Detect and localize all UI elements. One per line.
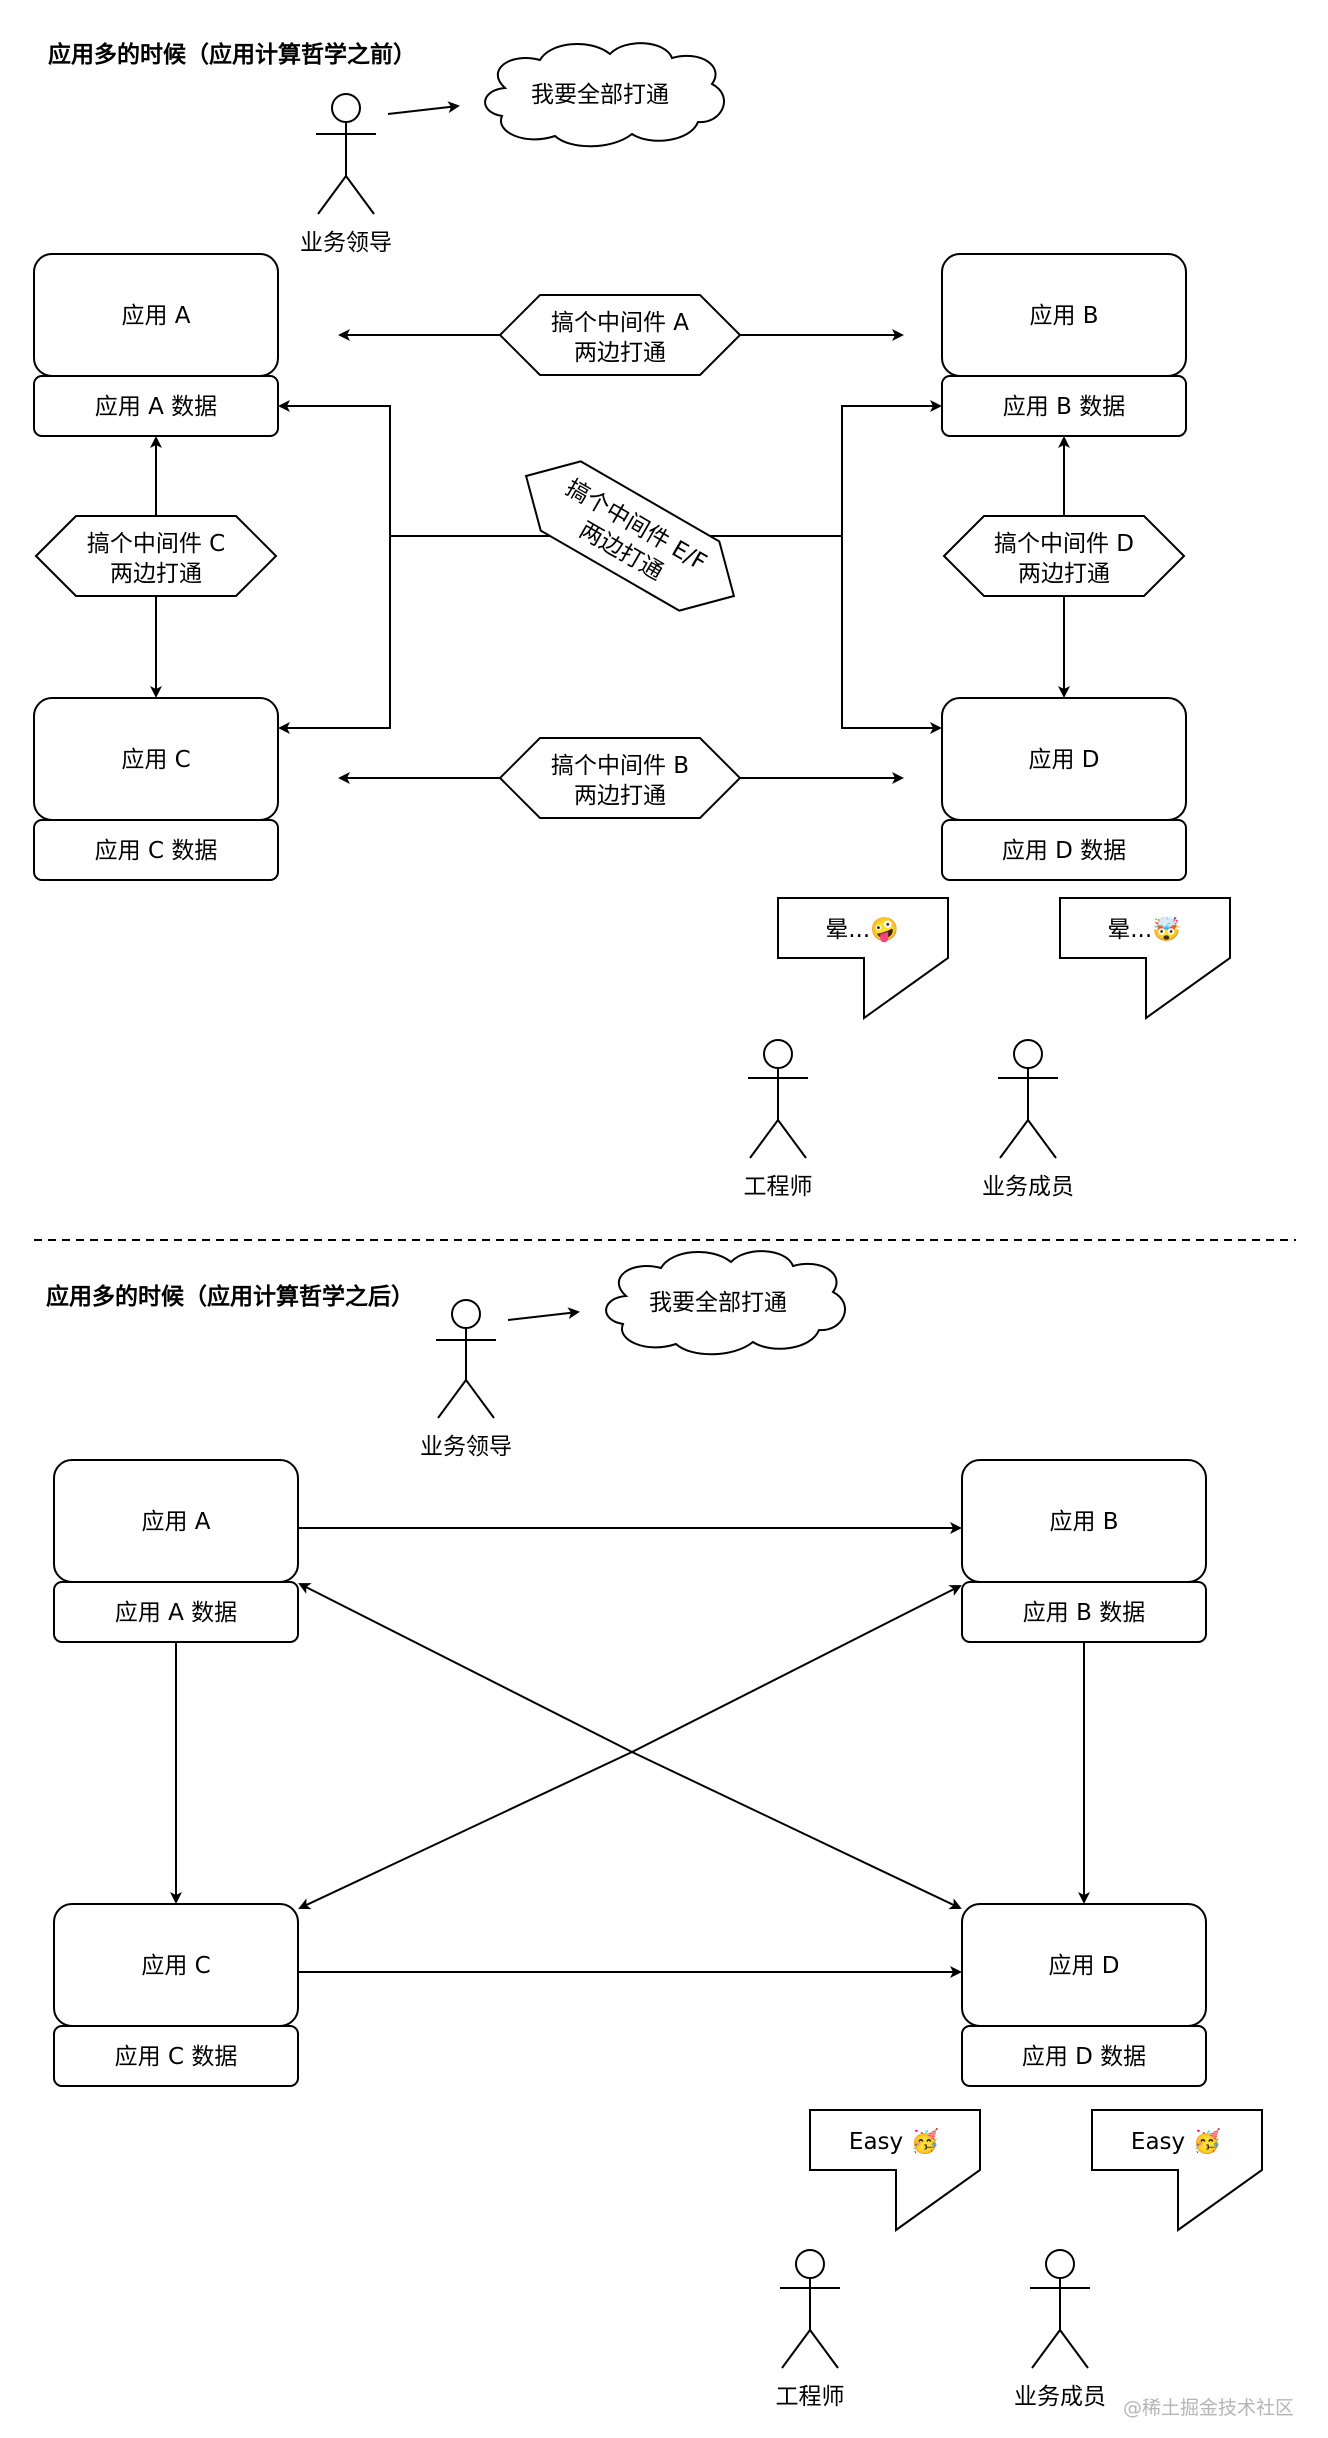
top-app-c-name: 应用 C	[121, 747, 190, 773]
bottom-app-d[interactable]: 应用 D 应用 D 数据	[961, 1903, 1207, 2087]
top-engineer-speech-bubble	[777, 897, 949, 1020]
top-app-b[interactable]: 应用 B 应用 B 数据	[941, 253, 1187, 437]
bottom-cross-to-c-arrow	[298, 1751, 633, 1910]
top-mw-a-line1: 搞个中间件 A	[551, 310, 689, 336]
top-mw-ef-to-a-arrow	[278, 400, 560, 537]
top-member-speech: 晕...🤯	[1107, 916, 1181, 943]
bottom-cross-to-d-arrow	[631, 1751, 962, 1910]
bottom-app-c[interactable]: 应用 C 应用 C 数据	[53, 1903, 299, 2087]
bottom-member-speech: Easy 🥳	[1131, 2127, 1221, 2155]
bottom-leader-figure-icon	[436, 1299, 496, 1419]
bottom-section-title: 应用多的时候（应用计算哲学之后）	[46, 1283, 414, 1310]
top-mw-a-line2: 两边打通	[574, 340, 666, 366]
bottom-app-c-name: 应用 C	[141, 1953, 210, 1979]
bottom-thought-text: 我要全部打通	[649, 1290, 787, 1316]
bottom-app-c-data: 应用 C 数据	[115, 2044, 238, 2070]
bottom-engineer-label: 工程师	[776, 2384, 845, 2410]
top-thought-cloud	[484, 42, 725, 148]
bottom-cross-to-a-arrow	[298, 1583, 633, 1753]
bottom-leader-arrow	[507, 1307, 580, 1321]
top-middleware-d[interactable]: 搞个中间件 D 两边打通	[942, 515, 1186, 597]
top-member-label: 业务成员	[982, 1174, 1074, 1200]
top-app-c-data: 应用 C 数据	[95, 838, 218, 864]
top-leader-label: 业务领导	[300, 230, 392, 256]
top-section-title: 应用多的时候（应用计算哲学之前）	[48, 41, 416, 68]
bottom-app-a-data: 应用 A 数据	[115, 1600, 237, 1626]
bottom-app-a[interactable]: 应用 A 应用 A 数据	[53, 1459, 299, 1643]
top-app-d[interactable]: 应用 D 应用 D 数据	[941, 697, 1187, 881]
top-app-b-data: 应用 B 数据	[1003, 394, 1125, 420]
top-mw-ef-to-c-arrow	[278, 536, 391, 734]
bottom-thought-cloud	[605, 1250, 846, 1356]
top-mw-b-line1: 搞个中间件 B	[551, 753, 689, 779]
top-mw-c-line1: 搞个中间件 C	[87, 531, 225, 557]
top-engineer-figure-icon	[748, 1039, 808, 1159]
bottom-engineer-speech-bubble	[809, 2109, 981, 2232]
bottom-app-a-name: 应用 A	[141, 1509, 210, 1535]
top-mw-c-line2: 两边打通	[110, 561, 202, 587]
top-mw-d-line1: 搞个中间件 D	[994, 531, 1134, 557]
top-engineer-speech: 晕...🤪	[825, 916, 899, 943]
bottom-app-d-name: 应用 D	[1048, 1953, 1119, 1979]
top-mw-ef-to-d-arrow	[841, 536, 942, 734]
top-thought-text: 我要全部打通	[531, 82, 669, 108]
bottom-member-figure-icon	[1030, 2249, 1090, 2369]
bottom-app-b-name: 应用 B	[1049, 1509, 1118, 1535]
top-app-d-data: 应用 D 数据	[1002, 838, 1126, 864]
top-app-c[interactable]: 应用 C 应用 C 数据	[33, 697, 279, 881]
bottom-app-d-data: 应用 D 数据	[1022, 2044, 1146, 2070]
top-mw-b-line2: 两边打通	[574, 783, 666, 809]
bottom-leader-label: 业务领导	[420, 1434, 512, 1460]
top-app-a-data: 应用 A 数据	[95, 394, 217, 420]
bottom-engineer-speech: Easy 🥳	[849, 2127, 939, 2155]
top-mw-d-line2: 两边打通	[1018, 561, 1110, 587]
bottom-app-b-data: 应用 B 数据	[1023, 1600, 1145, 1626]
top-engineer-label: 工程师	[744, 1174, 813, 1200]
bottom-member-label: 业务成员	[1014, 2384, 1106, 2410]
bottom-member-speech-bubble	[1091, 2109, 1263, 2232]
bottom-engineer-figure-icon	[780, 2249, 840, 2369]
bottom-app-b[interactable]: 应用 B 应用 B 数据	[961, 1459, 1207, 1643]
top-app-b-name: 应用 B	[1029, 303, 1098, 329]
top-middleware-a[interactable]: 搞个中间件 A 两边打通	[498, 294, 742, 376]
top-leader-figure-icon	[316, 93, 376, 215]
top-app-a-name: 应用 A	[121, 303, 190, 329]
top-middleware-b[interactable]: 搞个中间件 B 两边打通	[498, 737, 742, 819]
top-app-a[interactable]: 应用 A 应用 A 数据	[33, 253, 279, 437]
top-middleware-c[interactable]: 搞个中间件 C 两边打通	[34, 515, 278, 597]
top-app-d-name: 应用 D	[1028, 747, 1099, 773]
top-member-speech-bubble	[1059, 897, 1231, 1020]
bottom-cross-to-b-arrow	[631, 1585, 962, 1753]
top-mw-ef-to-b-arrow	[700, 400, 942, 537]
top-leader-arrow	[387, 101, 460, 115]
top-member-figure-icon	[998, 1039, 1058, 1159]
watermark: @稀土掘金技术社区	[1123, 2397, 1294, 2419]
